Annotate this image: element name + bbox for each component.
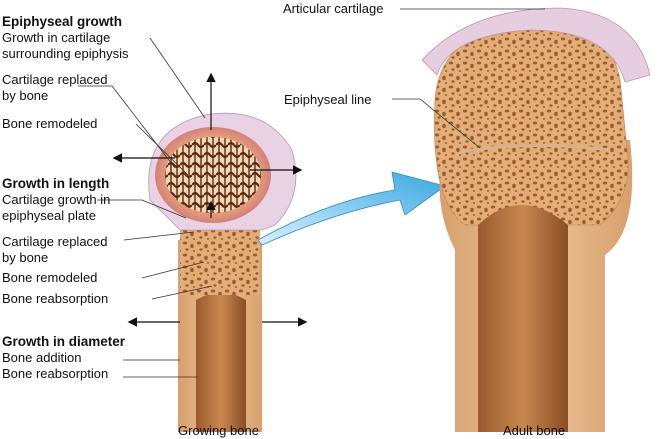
label-bone-remodeled-2: Bone remodeled [2,270,97,285]
label-growth-in-cartilage: Growth in cartilage [2,30,110,45]
transformation-arrow [257,171,446,246]
label-epiphyseal-growth: Epiphyseal growth [2,14,122,29]
label-bone-addition: Bone addition [2,350,82,365]
ossification-zone [180,225,260,295]
adult-bone [421,7,651,432]
spongy-bone-epiphysis [165,137,261,213]
label-bone-reabsorption-1: Bone reabsorption [2,291,108,306]
label-cartilage-replaced-1: Cartilage replaced [2,72,108,87]
labels: Epiphyseal growth Growth in cartilage su… [2,1,565,438]
adult-bone-medullary-cavity [478,205,568,432]
label-by-bone-1: by bone [2,88,48,103]
label-cartilage-replaced-2: Cartilage replaced [2,234,108,249]
label-growth-in-diameter: Growth in diameter [2,334,126,349]
label-epiphyseal-plate: epiphyseal plate [2,208,96,223]
caption-adult-bone: Adult bone [503,423,565,438]
growing-bone [148,112,297,432]
growing-bone-medullary-cavity [196,292,246,432]
adult-bone-head [434,24,629,226]
leader-lines [78,8,545,378]
articular-cartilage [421,7,651,83]
label-growth-in-length: Growth in length [2,176,109,191]
label-epiphyseal-line: Epiphyseal line [284,92,371,107]
label-surrounding-epiphysis: surrounding epiphysis [2,46,129,61]
caption-growing-bone: Growing bone [178,423,259,438]
growth-direction-arrows [112,72,308,327]
label-bone-remodeled-1: Bone remodeled [2,116,97,131]
label-cartilage-growth: Cartilage growth in [2,192,110,207]
label-bone-reabsorption-2: Bone reabsorption [2,366,108,381]
label-by-bone-2: by bone [2,250,48,265]
epiphyseal-line [459,143,611,154]
label-articular-cartilage: Articular cartilage [283,1,383,16]
